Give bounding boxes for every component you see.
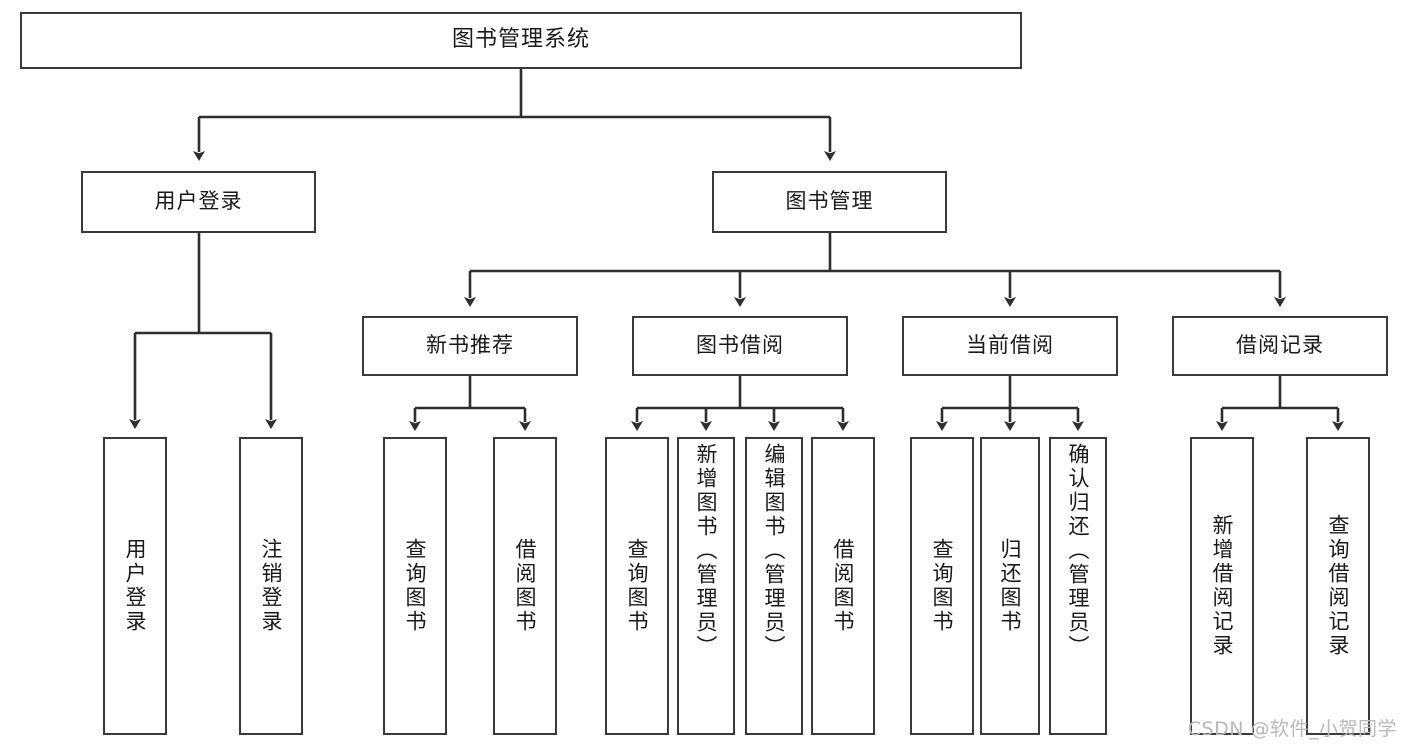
node-new-book-recommend-label: 新书推荐 bbox=[426, 333, 514, 358]
node-leaf-query-book-2-label: 查询图书 bbox=[625, 538, 649, 634]
node-leaf-add-book-label: 新增图书（管理员） bbox=[694, 443, 718, 659]
node-leaf-user-login[interactable]: 用户登录 bbox=[103, 437, 167, 735]
node-leaf-borrow-book-1-label: 借阅图书 bbox=[513, 538, 537, 634]
node-leaf-add-book[interactable]: 新增图书（管理员） bbox=[677, 437, 735, 735]
node-leaf-query-book-1-label: 查询图书 bbox=[403, 538, 427, 634]
node-leaf-query-record-label: 查询借阅记录 bbox=[1326, 514, 1350, 658]
node-leaf-add-record[interactable]: 新增借阅记录 bbox=[1190, 437, 1254, 735]
node-leaf-query-record[interactable]: 查询借阅记录 bbox=[1306, 437, 1370, 735]
node-current-borrow-label: 当前借阅 bbox=[966, 333, 1054, 358]
node-leaf-borrow-book-2[interactable]: 借阅图书 bbox=[811, 437, 875, 735]
node-leaf-logout[interactable]: 注销登录 bbox=[239, 437, 303, 735]
node-user-login-label: 用户登录 bbox=[154, 189, 243, 214]
node-leaf-query-book-1[interactable]: 查询图书 bbox=[383, 437, 447, 735]
node-user-login[interactable]: 用户登录 bbox=[81, 171, 316, 233]
node-book-management[interactable]: 图书管理 bbox=[712, 171, 947, 233]
node-leaf-edit-book[interactable]: 编辑图书（管理员） bbox=[745, 437, 803, 735]
node-leaf-logout-label: 注销登录 bbox=[259, 538, 283, 634]
node-leaf-confirm-return[interactable]: 确认归还（管理员） bbox=[1049, 437, 1107, 735]
node-current-borrow[interactable]: 当前借阅 bbox=[902, 316, 1118, 376]
node-leaf-query-book-3[interactable]: 查询图书 bbox=[910, 437, 974, 735]
node-leaf-confirm-return-label: 确认归还（管理员） bbox=[1066, 443, 1090, 659]
node-root-system-label: 图书管理系统 bbox=[451, 27, 590, 53]
node-leaf-query-book-2[interactable]: 查询图书 bbox=[605, 437, 669, 735]
node-leaf-query-book-3-label: 查询图书 bbox=[930, 538, 954, 634]
node-new-book-recommend[interactable]: 新书推荐 bbox=[362, 316, 578, 376]
node-leaf-borrow-book-2-label: 借阅图书 bbox=[831, 538, 855, 634]
node-leaf-return-book-label: 归还图书 bbox=[998, 538, 1022, 634]
node-book-management-label: 图书管理 bbox=[785, 189, 874, 214]
node-borrow-record-label: 借阅记录 bbox=[1236, 333, 1324, 358]
node-leaf-edit-book-label: 编辑图书（管理员） bbox=[762, 443, 786, 659]
node-leaf-user-login-label: 用户登录 bbox=[123, 538, 147, 634]
node-borrow-record[interactable]: 借阅记录 bbox=[1172, 316, 1388, 376]
csdn-watermark: CSDN @软件_小贺同学 bbox=[1187, 718, 1397, 740]
node-book-borrow-label: 图书借阅 bbox=[696, 333, 784, 358]
node-root-system[interactable]: 图书管理系统 bbox=[20, 12, 1022, 69]
node-leaf-borrow-book-1[interactable]: 借阅图书 bbox=[493, 437, 557, 735]
node-book-borrow[interactable]: 图书借阅 bbox=[632, 316, 848, 376]
node-leaf-return-book[interactable]: 归还图书 bbox=[980, 437, 1040, 735]
node-leaf-add-record-label: 新增借阅记录 bbox=[1210, 514, 1234, 658]
